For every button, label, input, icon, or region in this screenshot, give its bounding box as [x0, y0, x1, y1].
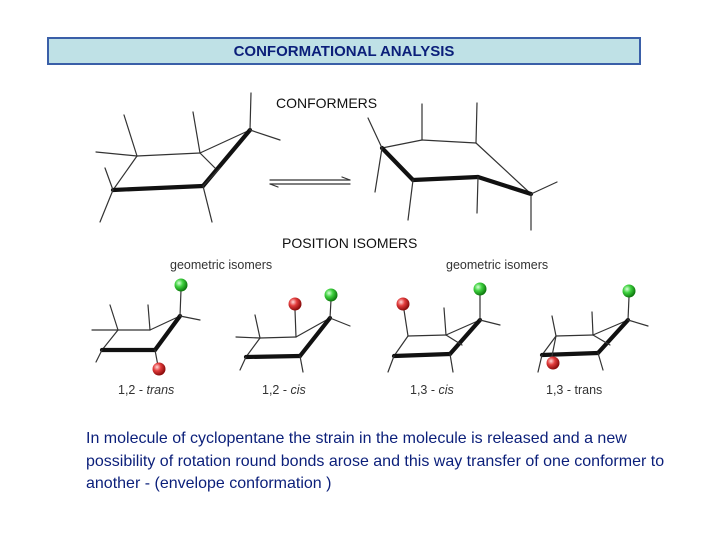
- description-paragraph: In molecule of cyclopentane the strain i…: [86, 430, 665, 492]
- geometric-isomers-label-left: geometric isomers: [170, 258, 273, 272]
- green-substituent-sphere: [324, 288, 338, 302]
- green-substituent-sphere: [473, 282, 487, 296]
- isomer-label-1-3-cis: 1,3 - cis: [410, 383, 454, 397]
- geometric-isomers-label-right: geometric isomers: [446, 258, 549, 272]
- conformer-right-molecule: [367, 102, 558, 231]
- red-substituent-sphere: [396, 297, 410, 311]
- red-substituent-sphere: [152, 362, 166, 376]
- isomer-1-3-trans-molecule: [537, 284, 649, 373]
- isomer-label-1-3-trans: 1,3 - trans: [546, 383, 603, 397]
- position-isomers-heading: POSITION ISOMERS: [282, 235, 418, 251]
- conformers-heading: CONFORMERS: [276, 95, 378, 111]
- equilibrium-arrows: [269, 176, 351, 188]
- isomer-label-1-2-trans: 1,2 - trans: [118, 383, 175, 397]
- green-substituent-sphere: [174, 278, 188, 292]
- conformer-left-molecule: [95, 92, 281, 223]
- red-substituent-sphere: [546, 356, 560, 370]
- isomer-1-2-cis-molecule: [235, 288, 351, 373]
- isomer-1-3-cis-molecule: [387, 282, 501, 373]
- green-substituent-sphere: [622, 284, 636, 298]
- page-title: CONFORMATIONAL ANALYSIS: [233, 42, 455, 60]
- red-substituent-sphere: [288, 297, 302, 311]
- isomer-label-1-2-cis: 1,2 - cis: [262, 383, 306, 397]
- isomer-1-2-trans-molecule: [91, 278, 201, 376]
- title-banner: CONFORMATIONAL ANALYSIS: [47, 37, 641, 65]
